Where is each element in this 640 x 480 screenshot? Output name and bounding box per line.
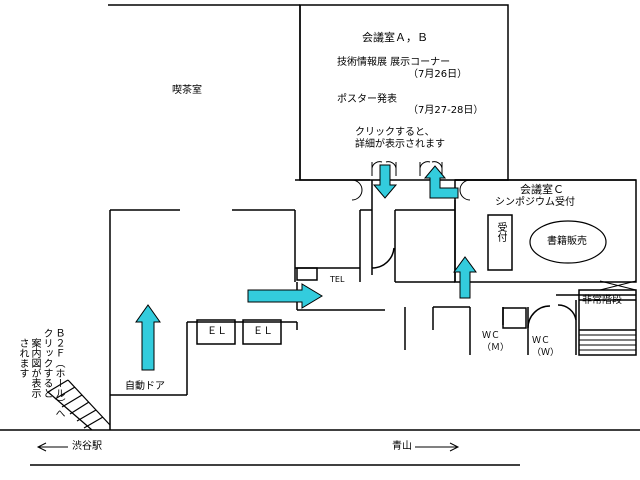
- elevator-1-label: ＥＬ: [207, 326, 227, 337]
- arrow-down-ab: [372, 164, 398, 199]
- meeting-c-subtitle: シンポジウム受付: [495, 197, 575, 208]
- auto-door-label: 自動ドア: [125, 381, 165, 392]
- direction-aoyama: 青山: [392, 441, 412, 452]
- poster-label: ポスター発表: [337, 94, 397, 105]
- arrow-bent-ab: [423, 165, 459, 199]
- arrow-up-c: [453, 256, 477, 299]
- meeting-room-ab[interactable]: 会議室Ａ，Ｂ 技術情報展 展示コーナー （7月26日） ポスター発表 （7月27…: [300, 5, 508, 180]
- arrow-up-entrance: [135, 304, 161, 371]
- tel-label: TEL: [330, 275, 345, 284]
- meeting-ab-title: 会議室Ａ，Ｂ: [362, 31, 428, 44]
- b2f-text-4: されます: [17, 338, 28, 378]
- b2f-text-3: 案内図が表示: [29, 338, 40, 398]
- arrow-right-corridor: [247, 283, 323, 309]
- exhibit-date: （7月26日）: [408, 69, 468, 80]
- elevator-2-label: ＥＬ: [253, 326, 273, 337]
- b2f-stairs: [47, 379, 111, 431]
- reception-label: 受付: [495, 222, 506, 242]
- direction-shibuya: 渋谷駅: [72, 441, 102, 452]
- click-hint-line1: クリックすると、: [355, 127, 435, 138]
- wc-women-label: ＷＣ （Ｗ）: [532, 336, 560, 358]
- exhibit-label: 技術情報展 展示コーナー: [337, 57, 451, 68]
- direction-arrows: [135, 164, 477, 371]
- emergency-stairs-label: 非常階段: [582, 295, 622, 306]
- b2f-link[interactable]: Ｂ２Ｆ（ホール）へ クリックすると 案内図が表示 されます: [14, 328, 66, 423]
- book-sales-label: 書籍販売: [547, 236, 587, 247]
- book-sales-area: [529, 220, 607, 264]
- cafe-label: 喫茶室: [172, 85, 202, 96]
- b2f-text-1: Ｂ２Ｆ（ホール）へ: [53, 328, 64, 418]
- b2f-text-2: クリックすると: [41, 328, 52, 398]
- click-hint-line2: 詳細が表示されます: [355, 139, 445, 150]
- meeting-c-title: 会議室Ｃ: [520, 183, 564, 196]
- poster-date: （7月27-28日）: [408, 105, 484, 116]
- wc-men-label: ＷＣ （Ｍ）: [482, 331, 510, 353]
